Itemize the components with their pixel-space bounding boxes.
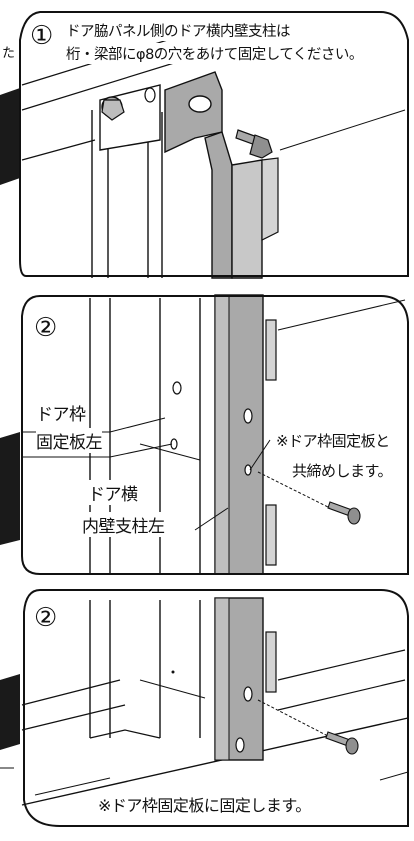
label-frame-line-2: 固定板左 [36,428,103,453]
label-post-line-1: ドア横 [88,480,138,505]
panel-3-illustration [0,589,409,827]
panel-2-number: ② [34,313,57,343]
panel-1-caption-line-2: 桁・梁部にφ8の穴をあけて固定してください。 [66,43,363,64]
edge-tab-1 [0,88,20,185]
edge-tab-2 [0,432,20,545]
panel-1-caption-line-1: ドア脇パネル側のドア横内壁支柱は [66,20,291,41]
loose-bolt-1 [235,129,273,159]
note-2-line-2: 共締めします。 [292,460,393,481]
note-2-line-1: ※ドア枠固定板と [276,430,390,451]
edge-text: た [2,46,15,61]
panel-1-number: ① [30,21,53,51]
panel-2-illustration [0,294,409,575]
note-3: ※ドア枠固定板に固定します。 [98,792,311,816]
label-post-line-2: 内壁支柱左 [82,512,165,537]
panel-3-number: ② [34,603,57,633]
panel-1-illustration [0,11,409,279]
edge-tab-3 [0,674,20,750]
screw-2 [327,501,361,525]
screw-3 [325,731,359,755]
label-frame-line-1: ドア枠 [36,400,86,425]
